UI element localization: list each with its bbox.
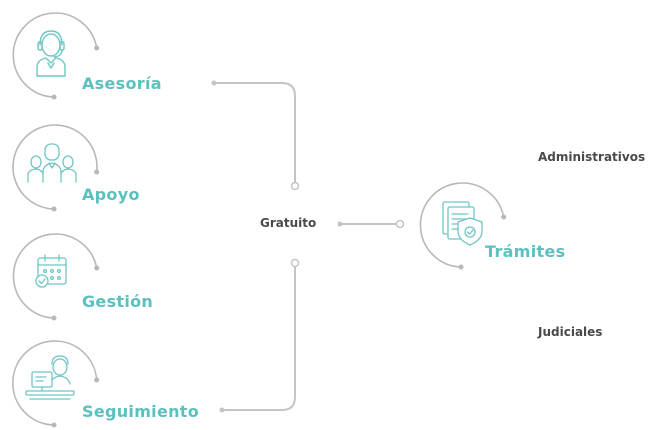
service-label-apoyo: Apoyo	[82, 185, 140, 204]
connector-dots	[211, 80, 405, 413]
procedure-type-administrativos: Administrativos	[538, 150, 646, 164]
ring-dot-gestion-bottom	[51, 315, 57, 321]
dot-asesoria	[211, 80, 217, 86]
service-label-seguimiento: Seguimiento	[82, 402, 200, 421]
ring-end-dots	[51, 45, 507, 428]
ring-dot-asesoria-top	[94, 45, 100, 51]
procedure-type-judiciales: Judiciales	[538, 325, 603, 339]
calendar-icon	[35, 254, 67, 288]
service-label-asesoria: Asesoría	[82, 74, 162, 93]
dot-top-end	[290, 181, 300, 191]
people-group-icon	[27, 143, 77, 183]
ring-dot-tramites-bottom	[458, 264, 464, 270]
dot-gratuito	[337, 221, 343, 227]
ring-dot-seguimiento-top	[94, 377, 100, 383]
documents-shield-icon	[442, 201, 483, 246]
service-rings	[12, 12, 505, 426]
ring-dot-apoyo-bottom	[51, 206, 57, 212]
center-label-gratuito: Gratuito	[260, 216, 317, 230]
ring-gestion	[12, 233, 98, 319]
person-at-computer-icon	[25, 355, 75, 400]
ring-dot-gestion-top	[94, 265, 100, 271]
ring-asesoria	[12, 12, 98, 98]
ring-apoyo	[12, 124, 98, 210]
procedure-label-tramites: Trámites	[485, 242, 566, 261]
connector-lines	[214, 82, 400, 411]
service-label-gestion: Gestión	[82, 292, 154, 311]
dot-tramites	[395, 219, 405, 229]
connector-seguimiento	[220, 263, 296, 411]
ring-dot-asesoria-bottom	[51, 94, 57, 100]
dot-seguimiento	[219, 407, 225, 413]
connector-asesoria	[214, 82, 296, 186]
ring-tramites	[419, 182, 505, 268]
ring-dot-apoyo-top	[94, 169, 100, 175]
dot-bottom-end	[290, 258, 300, 268]
ring-dot-tramites-top	[501, 214, 507, 220]
ring-dot-seguimiento-bottom	[51, 422, 57, 428]
ring-seguimiento	[12, 340, 98, 426]
customer-service-agent-icon	[36, 30, 66, 77]
